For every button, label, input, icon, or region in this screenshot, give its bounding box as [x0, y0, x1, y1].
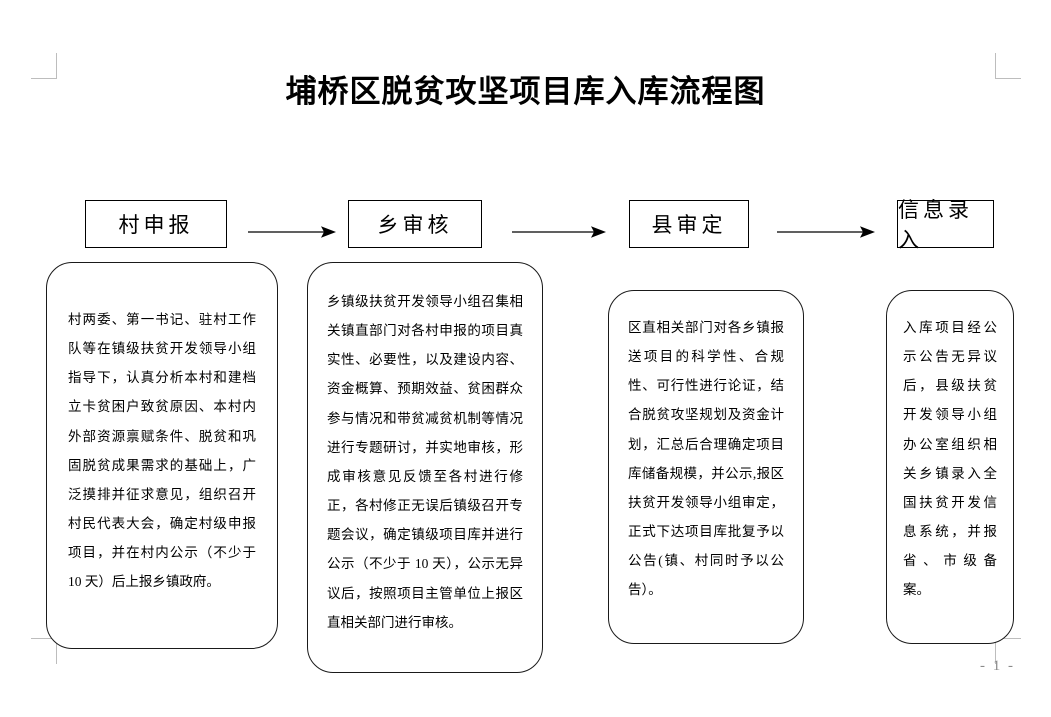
corner-mark-bottom-right — [995, 638, 1021, 664]
flow-arrow-county-to-entry — [777, 221, 875, 243]
page-title: 埔桥区脱贫攻坚项目库入库流程图 — [285, 74, 766, 109]
corner-mark-top-right — [995, 53, 1021, 79]
stage-header-label: 县审定 — [651, 213, 727, 237]
stage-body-text: 入库项目经公示公告无异议后，县级扶贫开发领导小组办公室组织相关乡镇录入全国扶贫开… — [903, 320, 997, 598]
stage-header-township-review: 乡审核 — [348, 200, 482, 248]
stage-header-label: 乡审核 — [377, 213, 453, 237]
corner-mark-bottom-left — [31, 638, 57, 664]
stage-body-county-approval: 区直相关部门对各乡镇报送项目的科学性、合规性、可行性进行论证，结合脱贫攻坚规划及… — [608, 290, 804, 644]
stage-body-text: 村两委、第一书记、驻村工作队等在镇级扶贫开发领导小组指导下，认真分析本村和建档立… — [68, 312, 256, 590]
flow-arrow-township-to-county — [512, 221, 606, 243]
stage-header-information-entry: 信息录入 — [897, 198, 994, 252]
stage-header-label: 信息录入 — [898, 198, 973, 252]
corner-mark-top-left — [31, 53, 57, 79]
flow-arrow-village-to-township — [248, 221, 336, 243]
stage-body-text: 区直相关部门对各乡镇报送项目的科学性、合规性、可行性进行论证，结合脱贫攻坚规划及… — [628, 320, 784, 598]
stage-body-township-review: 乡镇级扶贫开发领导小组召集相关镇直部门对各村申报的项目真实性、必要性，以及建设内… — [307, 262, 543, 673]
stage-header-county-approval: 县审定 — [629, 200, 749, 248]
stage-header-label: 村申报 — [118, 213, 194, 237]
stage-header-village-declaration: 村申报 — [85, 200, 227, 248]
stage-body-text: 乡镇级扶贫开发领导小组召集相关镇直部门对各村申报的项目真实性、必要性，以及建设内… — [327, 294, 523, 630]
page-number: - 1 - — [980, 658, 1015, 674]
stage-body-village-declaration: 村两委、第一书记、驻村工作队等在镇级扶贫开发领导小组指导下，认真分析本村和建档立… — [46, 262, 278, 649]
stage-body-information-entry: 入库项目经公示公告无异议后，县级扶贫开发领导小组办公室组织相关乡镇录入全国扶贫开… — [886, 290, 1014, 644]
